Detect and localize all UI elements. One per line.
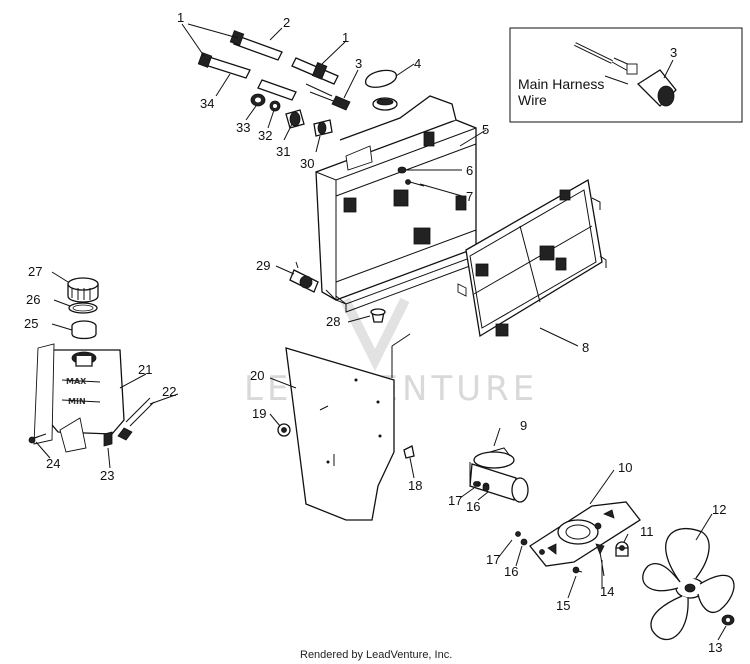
fitting-30 xyxy=(313,119,333,137)
callout-19: 19 xyxy=(252,406,266,421)
nut-13 xyxy=(721,614,735,626)
adapter-25 xyxy=(71,320,97,340)
callout-22: 22 xyxy=(162,384,176,399)
callout-9: 9 xyxy=(520,418,527,433)
spacer-11 xyxy=(615,541,629,557)
callout-4: 4 xyxy=(414,56,421,71)
callout-11: 11 xyxy=(640,524,654,539)
callout-5: 5 xyxy=(482,122,489,137)
callout-15: 15 xyxy=(556,598,570,613)
callout-16-upper: 16 xyxy=(466,499,480,514)
hose-lower xyxy=(257,79,337,103)
callout-17-upper: 17 xyxy=(448,493,462,508)
callout-6: 6 xyxy=(466,163,473,178)
callout-3: 3 xyxy=(355,56,362,71)
callout-2: 2 xyxy=(283,15,290,30)
gasket-26 xyxy=(68,302,98,314)
sensor-3 xyxy=(331,95,351,111)
callout-30: 30 xyxy=(300,156,314,171)
hose-22 xyxy=(117,397,155,441)
inset-caption-line2: Wire xyxy=(518,92,547,108)
grommet-19 xyxy=(277,423,291,437)
washer-6 xyxy=(397,166,407,174)
fan-motor-9 xyxy=(469,447,529,503)
callout-labels: 1 2 1 3 4 5 6 7 8 9 10 11 12 13 14 15 16… xyxy=(24,10,726,655)
tank-max-mark: MAX xyxy=(66,377,87,386)
clip-18 xyxy=(403,445,415,459)
callout-26: 26 xyxy=(26,292,40,307)
hoses-group xyxy=(197,30,398,137)
callout-21: 21 xyxy=(138,362,152,377)
fitting-23 xyxy=(103,431,113,447)
inset-harness-wire: Main Harness Wire 3 xyxy=(509,27,743,123)
callout-3-inset: 3 xyxy=(670,45,677,60)
leader-lines xyxy=(35,23,727,641)
drain-valve-29 xyxy=(289,261,319,293)
washer-nut-set xyxy=(473,481,528,546)
hose-34 xyxy=(197,52,251,79)
callout-29: 29 xyxy=(256,258,270,273)
washer-32 xyxy=(269,100,281,112)
fitting-31 xyxy=(285,109,305,129)
radiator-cap-4 xyxy=(365,69,398,111)
radiator-5 xyxy=(315,95,488,313)
hose-2 xyxy=(229,30,283,61)
callout-31: 31 xyxy=(276,144,290,159)
tank-cap-27 xyxy=(67,277,99,303)
grommet-28 xyxy=(370,308,386,323)
callout-8: 8 xyxy=(582,340,589,355)
screw-15 xyxy=(572,566,583,574)
callout-20: 20 xyxy=(250,368,264,383)
callout-1-right: 1 xyxy=(342,30,349,45)
footer-credit: Rendered by LeadVenture, Inc. xyxy=(300,649,452,661)
callout-34: 34 xyxy=(200,96,214,111)
callout-27: 27 xyxy=(28,264,42,279)
fan-bracket-10 xyxy=(529,501,641,567)
callout-18: 18 xyxy=(408,478,422,493)
callout-12: 12 xyxy=(712,502,726,517)
hose-upper-right xyxy=(291,57,339,85)
screw-7 xyxy=(405,179,425,187)
shroud-20 xyxy=(285,333,411,521)
callout-25: 25 xyxy=(24,316,38,331)
callout-23: 23 xyxy=(100,468,114,483)
callout-1: 1 xyxy=(177,10,184,25)
callout-17-lower: 17 xyxy=(486,552,500,567)
callout-33: 33 xyxy=(236,120,250,135)
callout-24: 24 xyxy=(46,456,60,471)
cooling-fan-12 xyxy=(642,527,735,641)
callout-28: 28 xyxy=(326,314,340,329)
tank-min-mark: MIN xyxy=(68,397,86,406)
callout-16-lower: 16 xyxy=(504,564,518,579)
callout-7: 7 xyxy=(466,189,473,204)
callout-13: 13 xyxy=(708,640,722,655)
bolt-14 xyxy=(595,543,605,577)
clamp-33 xyxy=(250,93,266,107)
overflow-tank-21: MAX MIN xyxy=(33,343,125,453)
radiator-screen-8 xyxy=(457,178,607,338)
callout-14: 14 xyxy=(600,584,614,599)
inset-caption-line1: Main Harness xyxy=(518,76,604,92)
screw-24 xyxy=(28,433,47,444)
callout-10: 10 xyxy=(618,460,632,475)
callout-32: 32 xyxy=(258,128,272,143)
